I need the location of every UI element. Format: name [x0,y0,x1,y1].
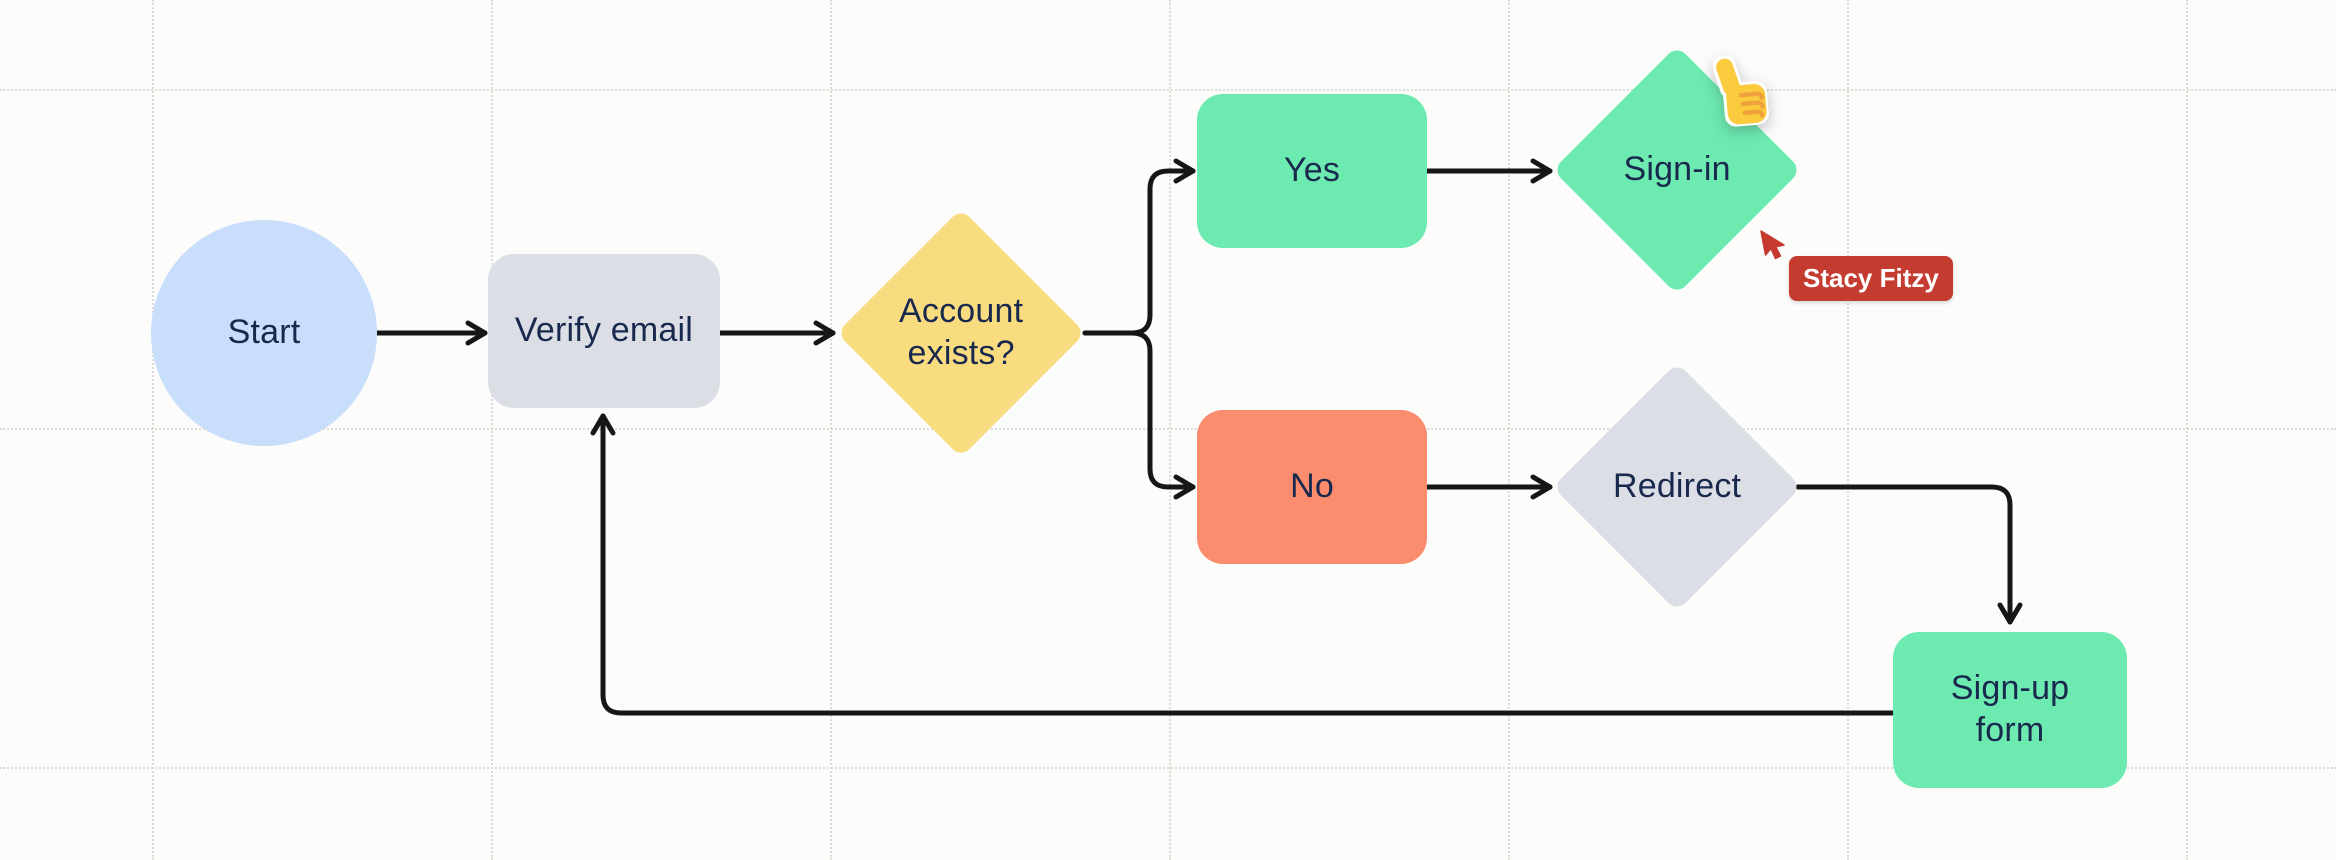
node-redirect-label: Redirect [1612,467,1742,506]
node-account-exists-label: Account exists? [898,292,1024,372]
connector-account-exists-to-no[interactable] [1082,330,1196,500]
node-no-label: No [1290,467,1334,506]
thumbs-up-sticker[interactable] [1709,54,1775,134]
node-start-label: Start [227,313,301,352]
node-no[interactable]: No [1197,410,1427,564]
node-verify-email[interactable]: Verify email [488,254,720,408]
collaborator-name-badge: Stacy Fitzy [1789,256,1953,301]
node-start[interactable]: Start [151,220,377,446]
connector-account-exists-to-yes[interactable] [1082,158,1196,336]
node-yes[interactable]: Yes [1197,94,1427,248]
node-sign-up-form[interactable]: Sign-up form [1893,632,2127,788]
thumbs-up-icon [1716,58,1767,125]
connector-sign-up-form-to-verify-email[interactable] [590,413,1896,716]
node-sign-in-label: Sign-in [1623,150,1731,189]
connector-redirect-to-sign-up-form[interactable] [1795,484,2023,625]
collaborator-cursor-icon [1757,230,1789,269]
node-yes-label: Yes [1283,151,1341,190]
node-verify-email-label: Verify email [514,311,694,350]
node-sign-up-form-label: Sign-up form [1950,669,2070,749]
